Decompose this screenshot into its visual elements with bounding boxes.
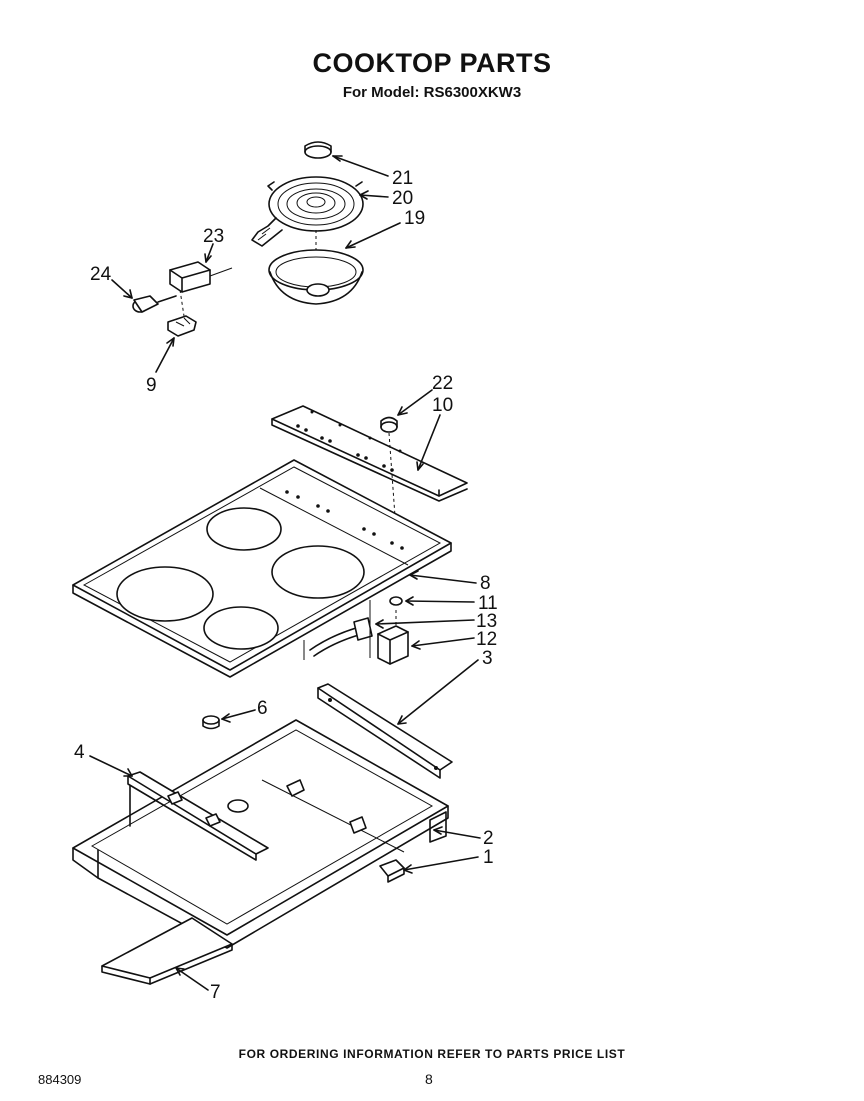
drip-bowl-part-19 <box>268 249 364 305</box>
callout-11: 11 <box>478 593 498 614</box>
callout-21: 21 <box>392 168 413 189</box>
switch-part-12 <box>377 610 409 665</box>
bottom-tray-part-7 <box>101 917 233 985</box>
callout-10: 10 <box>432 395 453 416</box>
plug-button-part-6 <box>202 715 220 730</box>
page-title: COOKTOP PARTS <box>312 48 552 78</box>
callout-19: 19 <box>404 208 425 229</box>
grommet-part-11 <box>389 596 403 606</box>
wire-harness-part-13 <box>303 600 373 660</box>
base-pan-part-2 <box>72 719 449 949</box>
leader-lines <box>89 155 481 991</box>
support-bar-part-4 <box>127 771 269 861</box>
switch-knob-part-22 <box>380 416 398 531</box>
receptacle-part-9 <box>167 289 197 337</box>
callout-13: 13 <box>476 611 497 632</box>
ordering-note: FOR ORDERING INFORMATION REFER TO PARTS … <box>238 1047 626 1061</box>
rear-bracket-part-1 <box>379 859 405 883</box>
page-number: 8 <box>425 1071 433 1087</box>
receptacle-bracket-part-23 <box>169 261 233 293</box>
surface-element-part-20 <box>251 176 364 262</box>
side-bracket-part-3 <box>317 683 453 779</box>
callout-1: 1 <box>483 847 494 868</box>
callout-8: 8 <box>480 573 491 594</box>
control-panel-part-10 <box>271 405 468 502</box>
cooktop-part-8 <box>72 459 452 678</box>
knob-part-21 <box>304 141 332 159</box>
callout-3: 3 <box>482 648 493 669</box>
callout-24: 24 <box>90 264 112 285</box>
document-number: 884309 <box>38 1072 82 1087</box>
callout-7: 7 <box>210 982 221 1003</box>
terminal-block-part-24 <box>132 295 177 313</box>
callout-9: 9 <box>146 375 157 396</box>
callout-12: 12 <box>476 629 497 650</box>
model-subtitle: For Model: RS6300XKW3 <box>342 84 522 101</box>
callout-23: 23 <box>203 226 224 247</box>
callout-20: 20 <box>392 188 413 209</box>
callout-4: 4 <box>74 742 85 763</box>
callout-22: 22 <box>432 373 453 394</box>
callout-2: 2 <box>483 828 494 849</box>
callout-6: 6 <box>257 698 268 719</box>
